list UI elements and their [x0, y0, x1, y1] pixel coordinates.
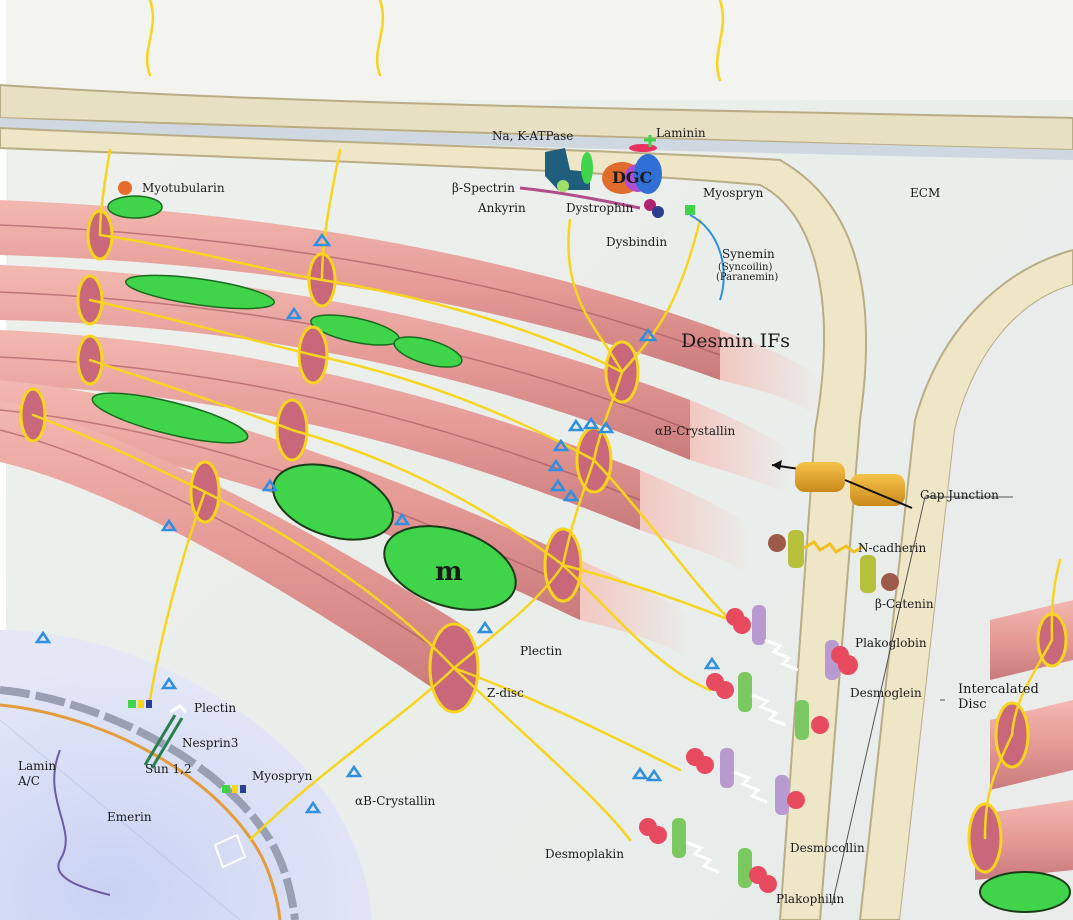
label-lamin: Lamin	[18, 759, 56, 773]
label-desmoplakin: Desmoplakin	[545, 847, 624, 861]
label-disc: Disc	[958, 697, 987, 712]
label-n-cadherin: N-cadherin	[858, 541, 927, 555]
desmosome-node	[787, 791, 805, 809]
desmosome-node	[639, 818, 657, 836]
na-k-atpase-subunit	[581, 152, 593, 184]
linc-marker	[146, 700, 152, 708]
mitochondrion	[108, 196, 162, 218]
myospryn-marker	[240, 785, 246, 793]
label-gap-junction: Gap Junction	[920, 488, 999, 502]
label-dystrophin: Dystrophin	[566, 201, 634, 215]
laminin-protein	[629, 144, 657, 152]
desmosome-plate	[738, 672, 752, 712]
label-ab-crystallin-bottom: αB-Crystallin	[355, 794, 436, 808]
desmosome-node	[811, 716, 829, 734]
myospryn-marker	[232, 785, 238, 793]
desmosome-node	[706, 673, 724, 691]
label-beta-spectrin: β-Spectrin	[452, 181, 515, 195]
ankyrin-protein	[557, 180, 569, 192]
label-plakophilin: Plakophilin	[776, 892, 844, 906]
desmosome-node	[759, 875, 777, 893]
label-ecm: ECM	[910, 186, 940, 200]
desmosome-plate	[775, 775, 789, 815]
label-emerin: Emerin	[107, 810, 152, 824]
connexon-left	[795, 462, 845, 492]
linc-marker	[138, 700, 144, 708]
label-dgc: DGC	[612, 168, 652, 187]
label-sun12: Sun 1,2	[145, 762, 192, 776]
label-laminin: Laminin	[656, 126, 706, 140]
n-cadherin-right	[860, 555, 876, 593]
label-plakoglobin: Plakoglobin	[855, 636, 927, 650]
desmosome-plate	[795, 700, 809, 740]
label-ankyrin: Ankyrin	[477, 201, 526, 215]
label-ab-crystallin-right: αB-Crystallin	[655, 424, 736, 438]
myotubularin-protein	[118, 181, 132, 195]
beta-catenin-left	[768, 534, 786, 552]
myospryn-protein	[685, 205, 695, 215]
n-cadherin-left	[788, 530, 804, 568]
mitochondrion-adjacent	[980, 872, 1070, 912]
label-beta-catenin: β-Catenin	[875, 597, 934, 611]
label-lamin-ac: A/C	[17, 774, 40, 788]
beta-catenin-right	[881, 573, 899, 591]
label-intercalated: Intercalated	[958, 682, 1039, 697]
label-plectin-mid: Plectin	[520, 644, 562, 658]
desmosome-plate	[672, 818, 686, 858]
label-desmocollin: Desmocollin	[790, 841, 865, 855]
desmosome-plate	[738, 848, 752, 888]
desmosome-node	[686, 748, 704, 766]
label-synemin: Synemin	[722, 247, 775, 261]
label-z-disc: Z-disc	[487, 686, 524, 700]
desmosome-plate	[720, 748, 734, 788]
label-myospryn-top: Myospryn	[703, 186, 764, 200]
label-m: m	[435, 557, 463, 587]
label-desmoglein: Desmoglein	[850, 686, 922, 700]
desmosome-node	[726, 608, 744, 626]
dysbindin-protein-b	[652, 206, 664, 218]
desmosome-node	[831, 646, 849, 664]
myospryn-marker	[222, 785, 230, 793]
desmosome-plate	[752, 605, 766, 645]
linc-marker	[128, 700, 136, 708]
label-paranemin: (Paranemin)	[716, 272, 778, 283]
label-dysbindin: Dysbindin	[606, 235, 667, 249]
label-myotubularin: Myotubularin	[142, 181, 225, 195]
label-plectin-left: Plectin	[194, 701, 236, 715]
label-nesprin3: Nesprin3	[182, 736, 238, 750]
extracellular-space	[0, 0, 1073, 100]
label-myospryn-bottom: Myospryn	[252, 769, 313, 783]
label-desmin-ifs: Desmin IFs	[681, 330, 790, 352]
label-na-k-atpase: Na, K-ATPase	[492, 129, 573, 143]
